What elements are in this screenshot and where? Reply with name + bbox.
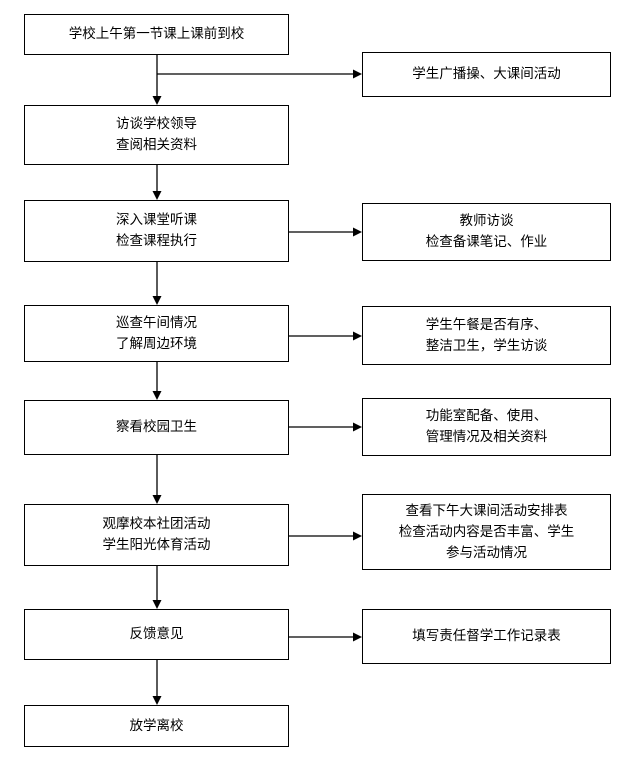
arrow-interview-to-classroom xyxy=(152,165,162,200)
arrow-branch-exercise xyxy=(157,69,362,79)
side-schedule-line-3: 参与活动情况 xyxy=(446,544,527,561)
arrow-arrive-to-interview xyxy=(152,55,162,105)
step-clubs-line-2: 学生阳光体育活动 xyxy=(102,537,211,553)
main-flow-arrows xyxy=(152,55,162,705)
side-rooms-box: 功能室配备、使用、 管理情况及相关资料 xyxy=(362,398,611,456)
side-rooms-line-1: 功能室配备、使用、 xyxy=(425,408,548,424)
step-interview-line-2: 查阅相关资料 xyxy=(116,137,197,153)
side-teachers-box: 教师访谈 检查备课笔记、作业 xyxy=(362,203,611,261)
step-hygiene-line-1: 察看校园卫生 xyxy=(116,419,197,435)
step-clubs-line-1: 观摩校本社团活动 xyxy=(102,516,211,532)
step-classroom-line-2: 检查课程执行 xyxy=(116,233,197,249)
side-rooms-line-2: 管理情况及相关资料 xyxy=(425,429,548,445)
step-classroom-box: 深入课堂听课 检查课程执行 xyxy=(24,200,289,262)
step-interview-box: 访谈学校领导 查阅相关资料 xyxy=(24,105,289,165)
side-teachers-line-2: 检查备课笔记、作业 xyxy=(425,234,548,250)
step-noon-line-1: 巡查午间情况 xyxy=(116,314,197,331)
arrow-clubs-to-feedback xyxy=(152,566,162,609)
step-clubs-box: 观摩校本社团活动 学生阳光体育活动 xyxy=(24,504,289,566)
side-schedule-line-1: 查看下午大课间活动安排表 xyxy=(405,502,568,519)
side-branch-arrows xyxy=(157,69,362,642)
side-schedule-box: 查看下午大课间活动安排表 检查活动内容是否丰富、学生 参与活动情况 xyxy=(362,494,611,570)
step-hygiene-box: 察看校园卫生 xyxy=(24,400,289,455)
side-exercise-box: 学生广播操、大课间活动 xyxy=(362,52,611,97)
arrow-branch-teachers xyxy=(289,227,362,237)
step-arrive-box: 学校上午第一节课上课前到校 xyxy=(24,14,289,55)
arrow-branch-record xyxy=(289,632,362,642)
arrow-branch-schedule xyxy=(289,531,362,541)
side-lunch-box: 学生午餐是否有序、 整洁卫生，学生访谈 xyxy=(362,306,611,365)
side-lunch-line-2: 整洁卫生，学生访谈 xyxy=(425,337,548,354)
step-noon-box: 巡查午间情况 了解周边环境 xyxy=(24,305,289,362)
step-noon-line-2: 了解周边环境 xyxy=(116,335,197,352)
arrow-branch-rooms xyxy=(289,422,362,432)
step-feedback-line-1: 反馈意见 xyxy=(129,626,184,642)
side-teachers-line-1: 教师访谈 xyxy=(459,213,514,229)
arrow-hygiene-to-clubs xyxy=(152,455,162,504)
side-exercise-line-1: 学生广播操、大课间活动 xyxy=(412,66,561,82)
step-classroom-line-1: 深入课堂听课 xyxy=(116,212,197,228)
side-schedule-line-2: 检查活动内容是否丰富、学生 xyxy=(398,523,575,540)
arrow-noon-to-hygiene xyxy=(152,362,162,400)
step-arrive-line-1: 学校上午第一节课上课前到校 xyxy=(68,26,245,42)
side-record-line-1: 填写责任督学工作记录表 xyxy=(412,628,561,644)
arrow-classroom-to-noon xyxy=(152,262,162,305)
side-lunch-line-1: 学生午餐是否有序、 xyxy=(425,316,548,333)
step-leave-line-1: 放学离校 xyxy=(129,717,184,734)
arrow-branch-lunch xyxy=(289,331,362,341)
side-record-box: 填写责任督学工作记录表 xyxy=(362,609,611,664)
arrow-feedback-to-leave xyxy=(152,660,162,705)
step-interview-line-1: 访谈学校领导 xyxy=(116,116,197,132)
step-feedback-box: 反馈意见 xyxy=(24,609,289,660)
step-leave-box: 放学离校 xyxy=(24,705,289,747)
